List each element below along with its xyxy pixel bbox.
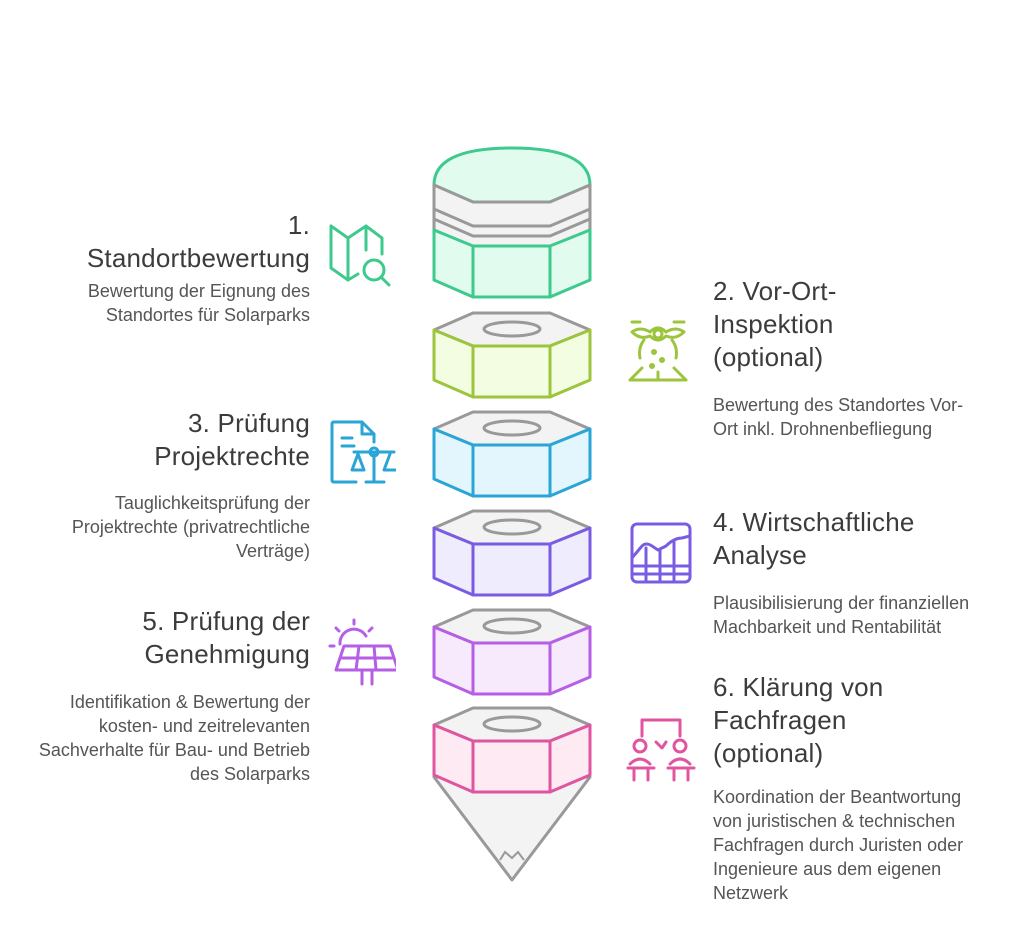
segment-4-hole — [482, 518, 542, 536]
step-1-description: Bewertung der Eignung des Standortes für… — [87, 281, 310, 325]
segment-2-front-face — [471, 344, 552, 399]
segment-2-right-face — [548, 328, 592, 399]
segment-5-front-face — [471, 641, 552, 696]
segment-2-hole — [482, 320, 542, 338]
segment-6-right-face — [548, 723, 592, 794]
eraser-top — [432, 146, 592, 204]
segment-4-front-face — [471, 542, 552, 597]
segment-1-front-face — [471, 244, 552, 299]
segment-5-right-face — [548, 625, 592, 696]
document-scale-icon — [330, 420, 396, 484]
step-1: 1.Standortbewertung Bewertung der Eignun… — [20, 209, 310, 327]
step-1-title: 1.Standortbewertung — [86, 210, 310, 273]
pencil-lead — [499, 850, 525, 861]
drone-icon — [628, 320, 688, 382]
chart-grid-icon — [630, 522, 692, 584]
segment-5-hole — [482, 617, 542, 635]
segment-3-front-face — [471, 443, 552, 498]
step-6-description: Koordination der Beantwortung von jurist… — [713, 787, 964, 903]
step-3-description: Tauglichkeitsprüfung der Projektrechte (… — [71, 493, 310, 561]
segment-6-hole — [482, 715, 542, 733]
segment-3-right-face — [548, 427, 592, 498]
step-5-description: Identifikation & Bewertung der kosten- u… — [38, 692, 310, 784]
segment-3-hole — [482, 419, 542, 437]
solar-panel-icon — [328, 618, 396, 686]
step-4-description: Plausibilisierung der finanziellen Machb… — [713, 593, 970, 637]
ferrule-line-1 — [433, 207, 591, 228]
step-2-title: 2. Vor-Ort-Inspektion(optional) — [713, 276, 837, 372]
segment-1-right-face — [548, 228, 592, 299]
map-search-icon — [329, 224, 391, 287]
segment-6-front-face — [471, 739, 552, 794]
consultation-icon — [626, 718, 696, 782]
step-2: 2. Vor-Ort-Inspektion(optional) Bewertun… — [713, 275, 1013, 441]
segment-4-right-face — [548, 526, 592, 597]
step-2-description: Bewertung des Standortes Vor-Ort inkl. D… — [713, 395, 964, 439]
ferrule-line-2 — [433, 217, 591, 238]
